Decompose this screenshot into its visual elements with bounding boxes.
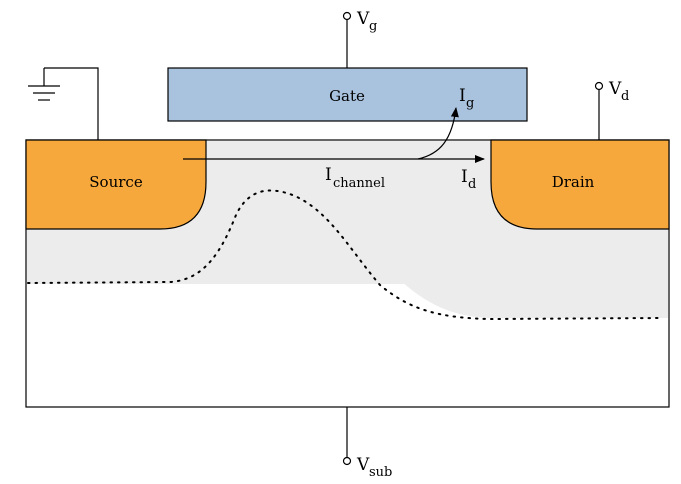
gate-current-arrow xyxy=(417,107,459,160)
vg-label: V g xyxy=(356,9,377,34)
ichannel-label: I channel xyxy=(325,165,385,191)
ground-icon xyxy=(28,67,99,140)
svg-text:I: I xyxy=(325,165,332,185)
svg-text:V: V xyxy=(608,79,622,99)
svg-text:d: d xyxy=(621,89,629,104)
depletion-region-lower xyxy=(27,234,668,318)
gate-label: Gate xyxy=(329,87,365,105)
drain-label: Drain xyxy=(552,173,595,191)
id-label: I d xyxy=(461,167,476,192)
depletion-boundary xyxy=(27,189,663,321)
svg-text:g: g xyxy=(369,19,377,34)
svg-text:V: V xyxy=(356,9,370,29)
svg-text:g: g xyxy=(466,96,474,111)
drain-terminal-circle-icon xyxy=(594,81,604,91)
substrate-terminal-circle-icon xyxy=(342,456,352,466)
svg-text:channel: channel xyxy=(333,176,385,191)
vd-label: V d xyxy=(608,79,629,104)
ig-label: I g xyxy=(459,86,474,111)
source-region xyxy=(25,139,207,230)
svg-text:V: V xyxy=(356,455,370,475)
vsub-label: V sub xyxy=(356,455,392,480)
gate-terminal-circle-icon xyxy=(342,11,352,21)
svg-text:I: I xyxy=(461,167,468,187)
svg-text:d: d xyxy=(468,177,476,192)
source-label: Source xyxy=(89,173,143,191)
svg-text:sub: sub xyxy=(369,465,392,480)
svg-text:I: I xyxy=(459,86,466,106)
drain-region xyxy=(490,139,670,230)
